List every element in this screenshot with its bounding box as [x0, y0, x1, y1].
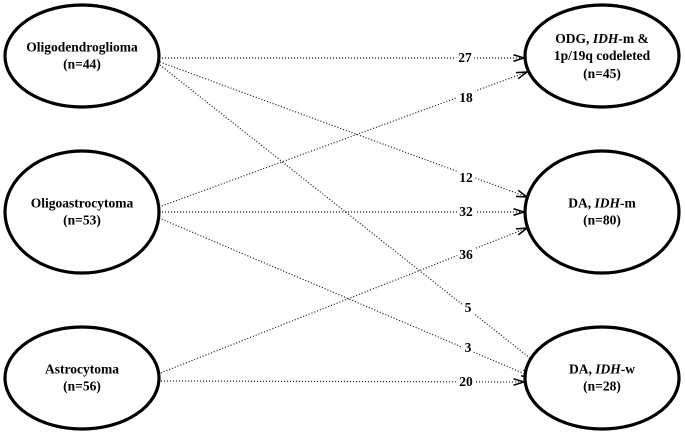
- edge-value-label: 3: [462, 340, 474, 356]
- target-node-da-idh-w[interactable]: [523, 325, 681, 431]
- edge-value-label: 18: [457, 90, 475, 106]
- edge-arrowhead-icon: [515, 227, 530, 236]
- source-node-astrocytoma[interactable]: [3, 325, 161, 431]
- edge-arrowhead-icon: [513, 54, 527, 62]
- edge-path: [159, 64, 539, 366]
- edge-arrowhead-icon: [513, 208, 527, 216]
- edge-value-label: 32: [457, 204, 475, 220]
- edge-edge-oligodendroglioma-da-idh-w: [159, 64, 542, 368]
- source-node-oligoastrocytoma[interactable]: [3, 149, 161, 275]
- source-node-oligodendroglioma[interactable]: [3, 3, 161, 109]
- edge-edge-oligoastrocytoma-da-idh-w: [158, 217, 535, 378]
- edge-value-label: 20: [457, 374, 475, 390]
- edge-value-label: 27: [456, 50, 474, 66]
- edge-path: [158, 217, 531, 377]
- edge-value-label: 12: [457, 170, 475, 186]
- target-node-da-idh-m[interactable]: [523, 149, 681, 275]
- edges-group: [157, 54, 542, 386]
- target-node-odg-idh-m-codeleted[interactable]: [523, 3, 681, 109]
- nodes-group: [3, 3, 681, 431]
- edge-value-label: 5: [462, 300, 474, 316]
- edge-value-label: 36: [457, 247, 475, 263]
